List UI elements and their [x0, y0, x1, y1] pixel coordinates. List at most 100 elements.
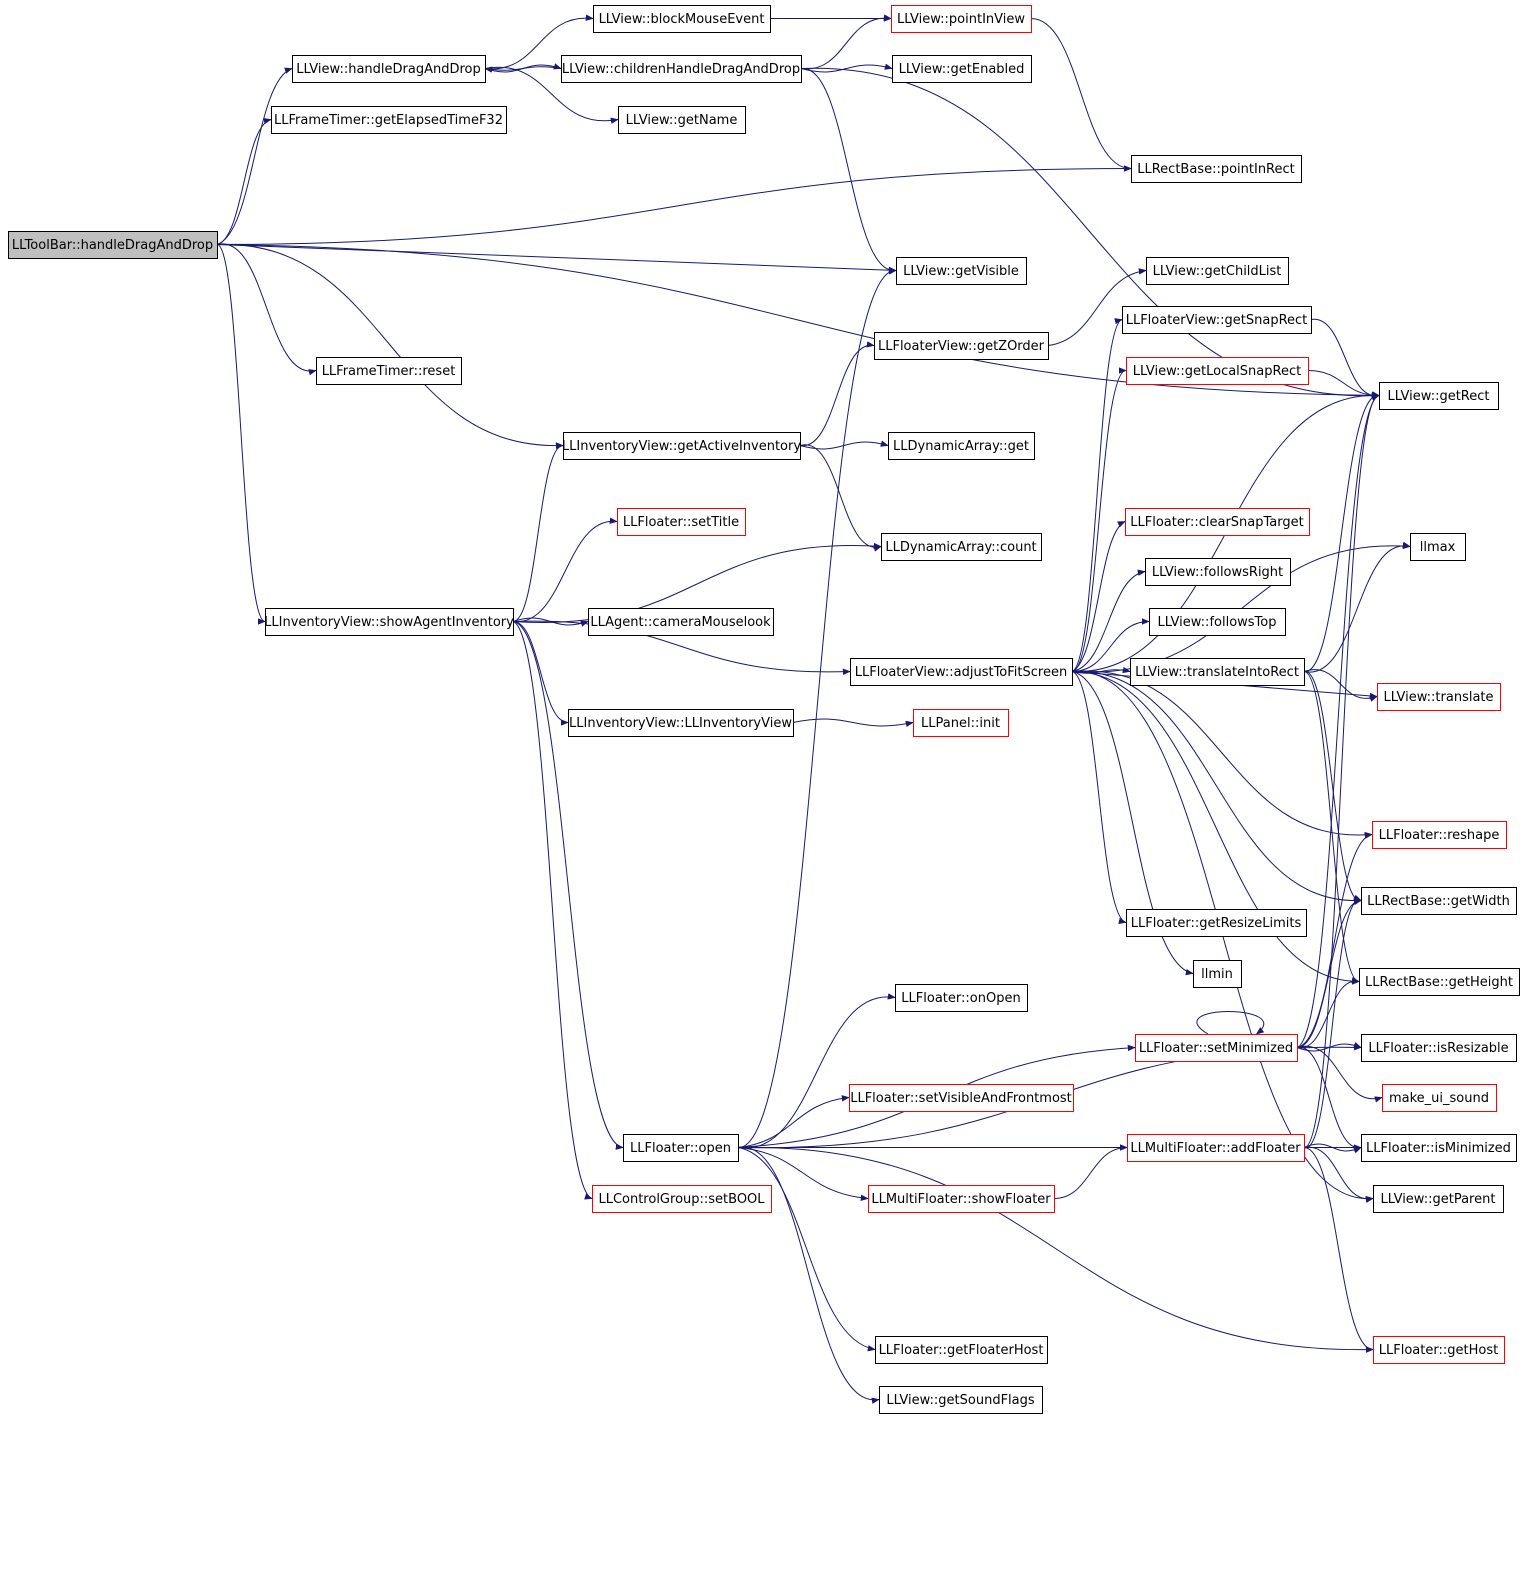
- edge-v_chdad-to-v_enabled: [800, 63, 893, 73]
- node-label: LLView::getEnabled: [899, 62, 1025, 77]
- edge-iv_ctor-to-p_init: [792, 718, 914, 728]
- node-f_isresizable[interactable]: LLFloater::isResizable: [1361, 1034, 1517, 1062]
- node-v_tir[interactable]: LLView::translateIntoRect: [1130, 658, 1305, 686]
- node-cg_setbool[interactable]: LLControlGroup::setBOOL: [592, 1185, 772, 1213]
- edge-f_setmin-to-ui_sound: [1296, 1045, 1383, 1103]
- edge-f_open-to-mf_show: [737, 1147, 869, 1202]
- edge-v_tir-to-llmax: [1303, 541, 1411, 673]
- edge-path: [1303, 894, 1362, 1149]
- edge-f_open-to-f_onopen: [737, 993, 896, 1149]
- node-box: [1193, 960, 1242, 988]
- edge-root-to-iv_active: [216, 243, 564, 449]
- node-box: [1373, 1185, 1504, 1213]
- node-label: LLFloater::clearSnapTarget: [1130, 515, 1303, 530]
- node-f_open[interactable]: LLFloater::open: [623, 1134, 739, 1162]
- edge-path: [484, 66, 562, 73]
- node-v_translate[interactable]: LLView::translate: [1377, 683, 1501, 711]
- node-p_init[interactable]: LLPanel::init: [913, 709, 1009, 737]
- node-layer: LLToolBar::handleDragAndDrop LLView::hand…: [8, 5, 1520, 1414]
- node-rb_pir[interactable]: LLRectBase::pointInRect: [1131, 155, 1302, 183]
- node-box: [8, 231, 218, 259]
- node-rb_width[interactable]: LLRectBase::getWidth: [1361, 887, 1517, 915]
- edge-path: [1296, 1046, 1362, 1152]
- edge-path: [799, 341, 875, 447]
- edge-path: [1196, 1011, 1265, 1035]
- node-label: LLView::translate: [1383, 690, 1493, 705]
- node-rb_height[interactable]: LLRectBase::getHeight: [1359, 968, 1520, 996]
- node-box: [850, 658, 1073, 686]
- node-iv_ctor[interactable]: LLInventoryView::LLInventoryView: [568, 709, 794, 737]
- edge-path: [1047, 268, 1147, 346]
- node-fv_snaprect[interactable]: LLFloaterView::getSnapRect: [1122, 306, 1312, 334]
- edge-root-to-rb_pir: [216, 165, 1132, 245]
- node-ui_sound[interactable]: make_ui_sound: [1382, 1084, 1497, 1112]
- edge-root-to-v_visible: [216, 244, 897, 274]
- node-v_localsnap[interactable]: LLView::getLocalSnapRect: [1126, 357, 1309, 385]
- node-iv_show[interactable]: LLInventoryView::showAgentInventory: [264, 608, 514, 636]
- node-box: [1149, 608, 1286, 636]
- node-llmin[interactable]: llmin: [1193, 960, 1242, 988]
- node-v_piv[interactable]: LLView::pointInView: [891, 5, 1032, 33]
- node-v_parent[interactable]: LLView::getParent: [1373, 1185, 1504, 1213]
- node-v_enabled[interactable]: LLView::getEnabled: [892, 55, 1032, 83]
- node-box: [1145, 558, 1291, 586]
- node-label: LLInventoryView::showAgentInventory: [264, 615, 514, 630]
- node-box: [1361, 1034, 1517, 1062]
- node-mf_add[interactable]: LLMultiFloater::addFloater: [1127, 1134, 1305, 1162]
- edge-fv_adjust-to-f_clearsnap: [1071, 521, 1126, 672]
- edge-path: [512, 621, 624, 1150]
- node-ft_get[interactable]: LLFrameTimer::getElapsedTimeF32: [271, 106, 507, 134]
- edge-path: [484, 66, 619, 124]
- node-v_ftop[interactable]: LLView::followsTop: [1149, 608, 1286, 636]
- node-v_hdad[interactable]: LLView::handleDragAndDrop: [292, 55, 486, 83]
- node-ft_reset[interactable]: LLFrameTimer::reset: [316, 357, 462, 385]
- node-root[interactable]: LLToolBar::handleDragAndDrop: [8, 231, 218, 259]
- node-llmax[interactable]: llmax: [1410, 533, 1466, 561]
- node-f_gethost[interactable]: LLFloater::getHost: [1373, 1336, 1505, 1364]
- node-f_onopen[interactable]: LLFloater::onOpen: [895, 984, 1028, 1012]
- node-box: [592, 1185, 772, 1213]
- node-v_bme[interactable]: LLView::blockMouseEvent: [593, 5, 771, 33]
- node-f_host[interactable]: LLFloater::getFloaterHost: [875, 1336, 1048, 1364]
- node-label: LLFloater::isMinimized: [1366, 1141, 1511, 1156]
- node-label: LLInventoryView::LLInventoryView: [569, 716, 792, 731]
- node-da_get[interactable]: LLDynamicArray::get: [888, 432, 1035, 460]
- node-f_settitle[interactable]: LLFloater::setTitle: [617, 508, 746, 536]
- node-mf_show[interactable]: LLMultiFloater::showFloater: [868, 1185, 1055, 1213]
- node-box: [1130, 658, 1305, 686]
- node-v_sound[interactable]: LLView::getSoundFlags: [879, 1386, 1043, 1414]
- node-da_count[interactable]: LLDynamicArray::count: [881, 533, 1042, 561]
- node-fv_zorder[interactable]: LLFloaterView::getZOrder: [874, 332, 1049, 360]
- edge-path: [1053, 1144, 1128, 1199]
- node-box: [588, 608, 774, 636]
- node-label: LLView::pointInView: [897, 12, 1025, 27]
- node-label: LLDynamicArray::get: [893, 439, 1029, 454]
- node-label: LLView::getChildList: [1153, 264, 1282, 279]
- node-iv_active[interactable]: LLInventoryView::getActiveInventory: [562, 432, 801, 460]
- node-label: LLRectBase::getWidth: [1367, 894, 1510, 909]
- edge-iv_show-to-iv_ctor: [512, 621, 569, 726]
- node-box: [892, 55, 1032, 83]
- node-v_rect[interactable]: LLView::getRect: [1379, 382, 1499, 410]
- node-box: [913, 709, 1009, 737]
- node-f_svaf[interactable]: LLFloater::setVisibleAndFrontmost: [849, 1084, 1074, 1112]
- node-label: LLRectBase::getHeight: [1365, 975, 1513, 990]
- node-f_clearsnap[interactable]: LLFloater::clearSnapTarget: [1125, 508, 1310, 536]
- node-label: LLView::handleDragAndDrop: [296, 62, 481, 77]
- node-f_reshape[interactable]: LLFloater::reshape: [1372, 821, 1507, 849]
- edge-path: [1071, 671, 1194, 976]
- node-ag_mouselook[interactable]: LLAgent::cameraMouselook: [588, 608, 774, 636]
- node-v_childlist[interactable]: LLView::getChildList: [1146, 257, 1289, 285]
- node-v_visible[interactable]: LLView::getVisible: [896, 257, 1027, 285]
- node-fv_adjust[interactable]: LLFloaterView::adjustToFitScreen: [850, 658, 1073, 686]
- edge-f_setmin-to-f_isresizable: [1296, 1041, 1362, 1052]
- node-v_getname[interactable]: LLView::getName: [618, 106, 746, 134]
- node-label: LLRectBase::pointInRect: [1137, 162, 1295, 177]
- node-v_fright[interactable]: LLView::followsRight: [1145, 558, 1291, 586]
- node-f_isminimized[interactable]: LLFloater::isMinimized: [1361, 1134, 1517, 1162]
- node-v_chdad[interactable]: LLView::childrenHandleDragAndDrop: [561, 55, 802, 83]
- node-f_resize[interactable]: LLFloater::getResizeLimits: [1126, 909, 1307, 937]
- edge-path: [216, 243, 317, 376]
- edge-path: [1296, 394, 1380, 1048]
- node-f_setmin[interactable]: LLFloater::setMinimized: [1135, 1034, 1298, 1062]
